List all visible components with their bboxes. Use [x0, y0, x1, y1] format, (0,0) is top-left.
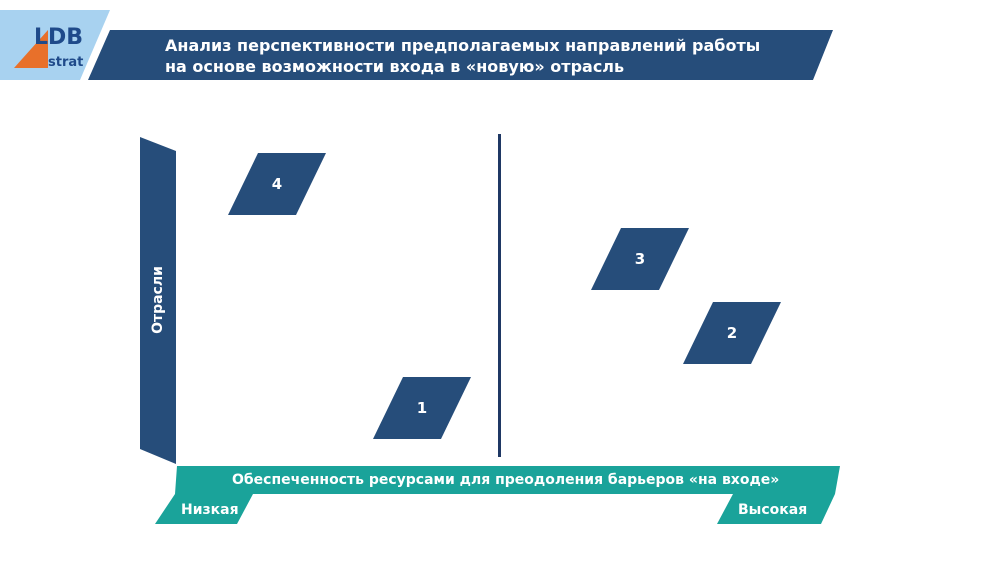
logo-ldb-text: LDB — [34, 25, 83, 50]
item-2-shape — [683, 302, 781, 364]
ldb-strat-logo: LDB strat — [0, 10, 110, 80]
page-title-line-2: на основе возможности входа в «новую» от… — [165, 57, 625, 76]
y-axis-label: Отрасли — [150, 266, 166, 334]
x-axis-band — [155, 466, 840, 524]
item-2-label: 2 — [726, 324, 738, 342]
item-4-shape — [228, 153, 326, 215]
center-divider-line — [498, 134, 501, 457]
item-3-shape — [591, 228, 689, 290]
y-axis-bar — [140, 137, 176, 464]
title-banner — [88, 30, 833, 80]
x-axis-label: Обеспеченность ресурсами для преодоления… — [232, 472, 780, 488]
item-3-label: 3 — [634, 250, 646, 268]
x-axis-high-label: Высокая — [738, 502, 808, 518]
page-title: Анализ перспективности предполагаемых на… — [165, 35, 760, 77]
page-title-line-1: Анализ перспективности предполагаемых на… — [165, 36, 761, 55]
item-4-label: 4 — [271, 175, 283, 193]
x-axis-low-label: Низкая — [181, 502, 239, 518]
logo-strat-text: strat — [48, 55, 83, 70]
item-1-shape — [373, 377, 471, 439]
item-1-label: 1 — [416, 399, 428, 417]
